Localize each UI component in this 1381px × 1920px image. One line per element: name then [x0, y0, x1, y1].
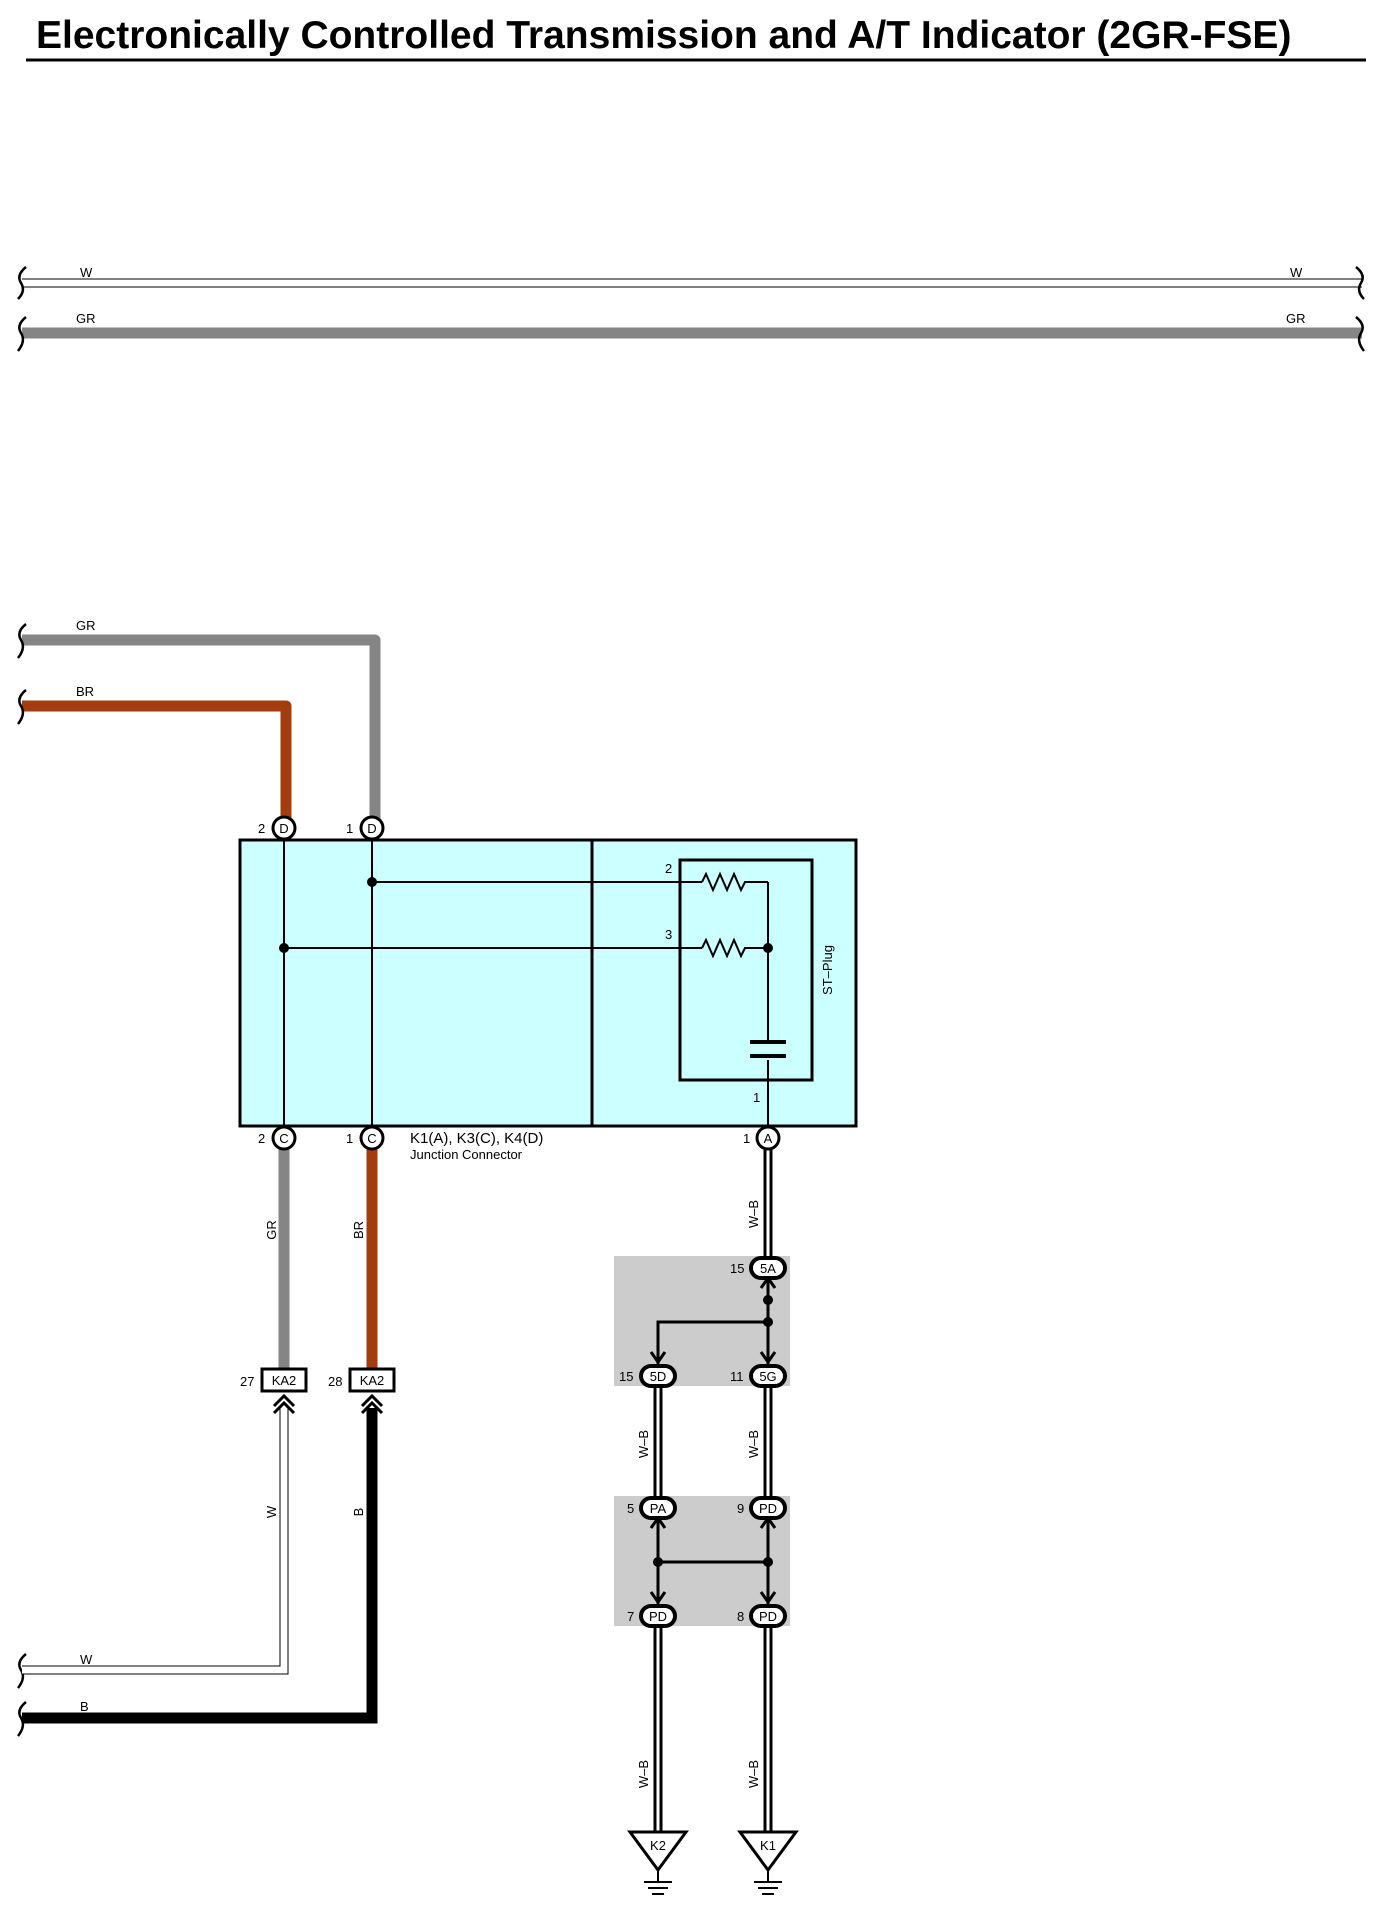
connector-pd-8: PD	[749, 1604, 787, 1628]
junction-pin-c1-number: 1	[346, 1131, 353, 1146]
splice-dot	[763, 1317, 773, 1327]
connector-pa-pin: 5	[627, 1501, 634, 1516]
page-title: Electronically Controlled Transmission a…	[36, 14, 1291, 57]
svg-text:5A: 5A	[760, 1261, 776, 1276]
gr-wire-upper	[22, 634, 381, 828]
junction-pin-a1: A	[755, 1125, 781, 1151]
svg-text:KA2: KA2	[360, 1373, 385, 1388]
top-w-label-left: W	[80, 265, 93, 280]
junction-connector-name: K1(A), K3(C), K4(D)	[410, 1130, 543, 1147]
b-wire-lower	[22, 1408, 378, 1724]
ground-k1-icon: K1	[737, 1830, 799, 1895]
junction-pin-d2: D	[271, 815, 297, 841]
splice-dot	[763, 943, 773, 953]
wire-break-symbols	[17, 266, 1365, 352]
connector-pd-7-pin: 7	[627, 1609, 634, 1624]
w-b-label-b: W–B	[636, 1430, 651, 1458]
svg-text:5G: 5G	[759, 1369, 776, 1384]
top-gr-label-right: GR	[1286, 311, 1306, 326]
w-b-label-e: W–B	[746, 1760, 761, 1788]
st-plug-pin-2: 2	[665, 861, 672, 876]
junction-code-d: D	[367, 821, 376, 836]
connector-pd-9-pin: 9	[737, 1501, 744, 1516]
junction-connector-subtitle: Junction Connector	[410, 1147, 523, 1162]
connector-5d-pin: 15	[619, 1369, 633, 1384]
splice-dot	[763, 1295, 773, 1305]
w-b-label-d: W–B	[636, 1760, 651, 1788]
svg-text:PD: PD	[759, 1609, 777, 1624]
junction-pin-c2-number: 2	[258, 1131, 265, 1146]
junction-pin-a1-number: 1	[743, 1131, 750, 1146]
junction-pin-c2: C	[271, 1125, 297, 1151]
st-plug-pin-1: 1	[753, 1090, 760, 1105]
bottom-b-label: B	[80, 1699, 89, 1714]
splice-dot	[367, 877, 377, 887]
vertical-w-label: W	[264, 1505, 279, 1518]
wire-break-symbols-left	[17, 623, 27, 1737]
top-gr-label-left: GR	[76, 311, 96, 326]
connector-5g-pin: 11	[730, 1369, 744, 1384]
junction-connector-box	[238, 838, 858, 1128]
splice-dot	[763, 1557, 773, 1567]
ka2-28-pin: 28	[328, 1374, 342, 1389]
br-wire-upper	[22, 700, 292, 828]
junction-pin-c1: C	[359, 1125, 385, 1151]
svg-text:K1: K1	[760, 1838, 776, 1853]
w-b-label-c: W–B	[746, 1430, 761, 1458]
st-plug-pin-3: 3	[665, 927, 672, 942]
ka2-27-pin: 27	[240, 1374, 254, 1389]
junction-code-c: C	[367, 1131, 376, 1146]
connector-pd-7: PD	[639, 1604, 677, 1628]
svg-text:PD: PD	[759, 1501, 777, 1516]
st-plug-box	[678, 858, 814, 1082]
svg-text:PA: PA	[650, 1501, 667, 1516]
ground-k2-icon: K2	[627, 1830, 689, 1895]
connector-pa: PA	[639, 1496, 677, 1520]
w-wire-lower	[22, 1408, 289, 1675]
ka2-27-connector: KA2	[260, 1367, 308, 1415]
connector-pd-8-pin: 8	[737, 1609, 744, 1624]
junction-pin-d2-number: 2	[258, 821, 265, 836]
connector-5a: 5A	[749, 1256, 787, 1280]
junction-pin-d1-number: 1	[346, 821, 353, 836]
svg-text:K2: K2	[650, 1838, 666, 1853]
connector-pd-9: PD	[749, 1496, 787, 1520]
vertical-b-label: B	[351, 1508, 366, 1517]
splice-dot	[653, 1557, 663, 1567]
bottom-w-label: W	[80, 1652, 93, 1667]
connector-5d: 5D	[639, 1364, 677, 1388]
svg-text:5D: 5D	[650, 1369, 667, 1384]
st-plug-label: ST–Plug	[820, 945, 835, 995]
junction-pin-d1: D	[359, 815, 385, 841]
top-w-label-right: W	[1290, 265, 1303, 280]
svg-text:KA2: KA2	[272, 1373, 297, 1388]
junction-code-a: A	[764, 1131, 773, 1146]
junction-code-d: D	[279, 821, 288, 836]
vertical-br-label: BR	[351, 1221, 366, 1239]
connector-5g: 5G	[749, 1364, 787, 1388]
ka2-28-connector: KA2	[348, 1367, 396, 1415]
svg-text:PD: PD	[649, 1609, 667, 1624]
vertical-gr-label: GR	[264, 1220, 279, 1240]
left-gr-label: GR	[76, 618, 96, 633]
splice-dot	[279, 943, 289, 953]
junction-code-c: C	[279, 1131, 288, 1146]
w-b-label-a: W–B	[746, 1200, 761, 1228]
connector-5a-pin: 15	[730, 1261, 744, 1276]
left-br-label: BR	[76, 684, 94, 699]
junction-internal-wiring	[283, 840, 786, 1126]
